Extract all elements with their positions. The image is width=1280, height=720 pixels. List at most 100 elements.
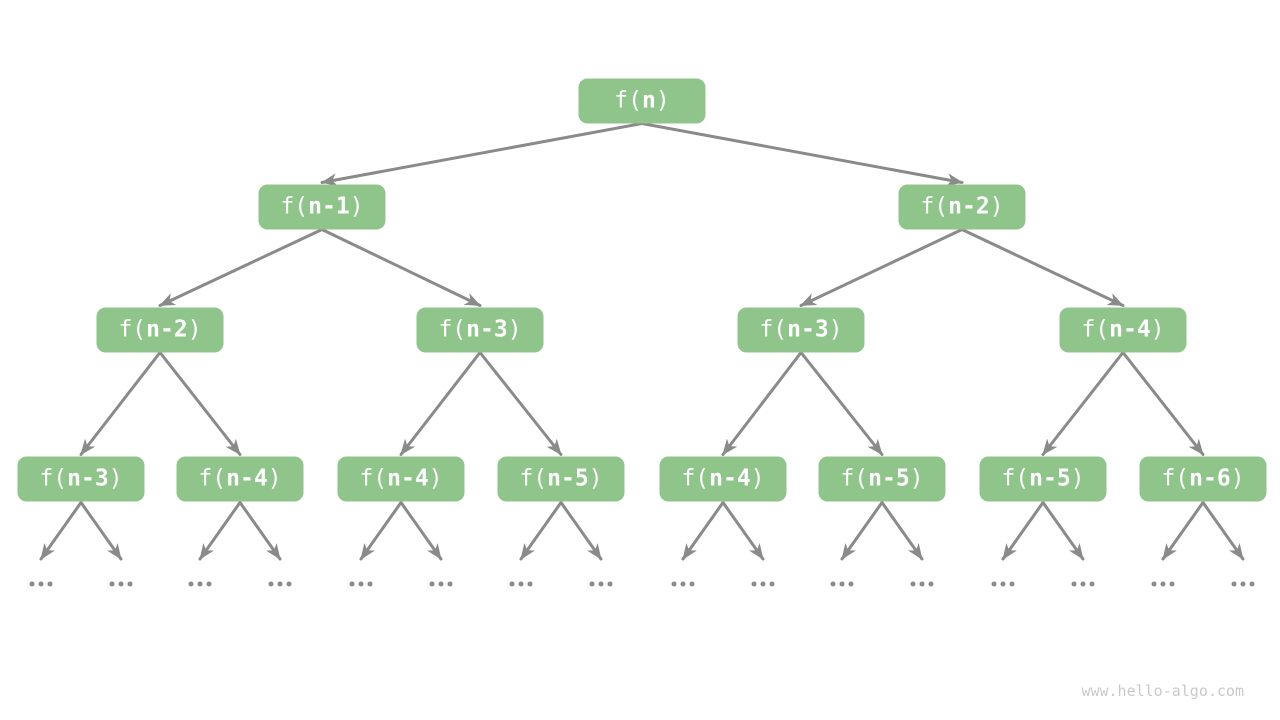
ellipsis-dot xyxy=(38,581,44,587)
ellipsis xyxy=(188,581,212,587)
ellipsis-dot xyxy=(1000,581,1006,587)
node-label-variable: n-4 xyxy=(709,465,751,492)
node-label-suffix: ) xyxy=(428,465,443,492)
ellipsis-dot xyxy=(349,581,355,587)
ellipsis-dot xyxy=(1151,581,1157,587)
ellipsis-dot xyxy=(928,581,934,587)
ellipsis xyxy=(1151,581,1175,587)
ellipsis-dot xyxy=(1009,581,1015,587)
node-label-prefix: f( xyxy=(840,465,869,492)
tree-node: f(n-3) xyxy=(737,307,865,353)
ellipsis xyxy=(268,581,292,587)
node-label-prefix: f( xyxy=(359,465,388,492)
tree-node: f(n-3) xyxy=(416,307,544,353)
ellipsis-dot xyxy=(830,581,836,587)
node-label-variable: n-3 xyxy=(787,316,829,343)
tree-node: f(n-1) xyxy=(258,184,386,230)
ellipsis-dot xyxy=(188,581,194,587)
ellipsis xyxy=(589,581,613,587)
ellipsis xyxy=(1071,581,1095,587)
ellipsis-dot xyxy=(1240,581,1246,587)
node-label-variable: n xyxy=(641,87,656,114)
node-label-suffix: ) xyxy=(1150,316,1165,343)
node-label-prefix: f( xyxy=(681,465,710,492)
ellipsis-dot xyxy=(680,581,686,587)
tree-node: f(n-5) xyxy=(979,456,1107,502)
ellipsis-dot xyxy=(1160,581,1166,587)
ellipsis-dot xyxy=(509,581,515,587)
tree-node: f(n-4) xyxy=(659,456,787,502)
tree-node: f(n-3) xyxy=(17,456,145,502)
node-label-prefix: f( xyxy=(519,465,548,492)
ellipsis-dot xyxy=(206,581,212,587)
ellipsis xyxy=(509,581,533,587)
node-label-prefix: f( xyxy=(198,465,227,492)
ellipsis xyxy=(1231,581,1255,587)
node-label-variable: n-4 xyxy=(226,465,268,492)
ellipsis-dot xyxy=(848,581,854,587)
ellipsis xyxy=(349,581,373,587)
node-label-suffix: ) xyxy=(909,465,924,492)
tree-node: f(n-5) xyxy=(818,456,946,502)
node-label-prefix: f( xyxy=(614,87,642,114)
node-label-prefix: f( xyxy=(118,316,147,343)
ellipsis-dot xyxy=(991,581,997,587)
ellipsis-dot xyxy=(286,581,292,587)
node-label-variable: n-4 xyxy=(1109,316,1151,343)
node-label-suffix: ) xyxy=(989,193,1004,220)
tree-node: f(n-2) xyxy=(898,184,1026,230)
node-label-variable: n-5 xyxy=(547,465,589,492)
node-label-variable: n-3 xyxy=(466,316,508,343)
node-label-prefix: f( xyxy=(1001,465,1030,492)
ellipsis-dot xyxy=(367,581,373,587)
ellipsis-dot xyxy=(47,581,53,587)
node-label-variable: n-5 xyxy=(868,465,910,492)
node-label-suffix: ) xyxy=(187,316,202,343)
node-label-variable: n-2 xyxy=(146,316,188,343)
ellipsis xyxy=(830,581,854,587)
ellipsis xyxy=(751,581,775,587)
node-label-prefix: f( xyxy=(438,316,467,343)
node-label-prefix: f( xyxy=(920,193,949,220)
node-label-suffix: ) xyxy=(1070,465,1085,492)
node-label-suffix: ) xyxy=(828,316,843,343)
ellipsis-dot xyxy=(1080,581,1086,587)
ellipsis-dot xyxy=(527,581,533,587)
node-label-variable: n-3 xyxy=(67,465,109,492)
tree-node: f(n-2) xyxy=(96,307,224,353)
node-label-suffix: ) xyxy=(108,465,123,492)
ellipsis-dot xyxy=(358,581,364,587)
node-label-suffix: ) xyxy=(507,316,522,343)
node-label-variable: n-6 xyxy=(1189,465,1231,492)
ellipsis-dot xyxy=(29,581,35,587)
ellipsis xyxy=(29,581,53,587)
tree-node: f(n-4) xyxy=(176,456,304,502)
ellipsis-dot xyxy=(919,581,925,587)
node-label-suffix: ) xyxy=(349,193,364,220)
ellipsis xyxy=(671,581,695,587)
tree-node: f(n-4) xyxy=(337,456,465,502)
ellipsis-dot xyxy=(438,581,444,587)
ellipsis-dot xyxy=(127,581,133,587)
node-label-prefix: f( xyxy=(1161,465,1190,492)
ellipsis-dot xyxy=(518,581,524,587)
ellipsis-dot xyxy=(118,581,124,587)
node-label-prefix: f( xyxy=(1081,316,1110,343)
node-label-suffix: ) xyxy=(1230,465,1245,492)
watermark: www.hello-algo.com xyxy=(1081,682,1244,700)
node-label-suffix: ) xyxy=(655,87,670,114)
ellipsis-dot xyxy=(760,581,766,587)
ellipsis-dot xyxy=(769,581,775,587)
ellipsis-dot xyxy=(1249,581,1255,587)
ellipsis-dot xyxy=(197,581,203,587)
ellipsis-dot xyxy=(1169,581,1175,587)
node-label-suffix: ) xyxy=(750,465,765,492)
node-label-variable: n-4 xyxy=(387,465,429,492)
node-label-prefix: f( xyxy=(39,465,68,492)
node-label-variable: n-2 xyxy=(948,193,990,220)
tree-node: f(n-5) xyxy=(497,456,625,502)
tree-node: f(n-6) xyxy=(1139,456,1267,502)
ellipsis-dot xyxy=(109,581,115,587)
node-label-prefix: f( xyxy=(280,193,309,220)
